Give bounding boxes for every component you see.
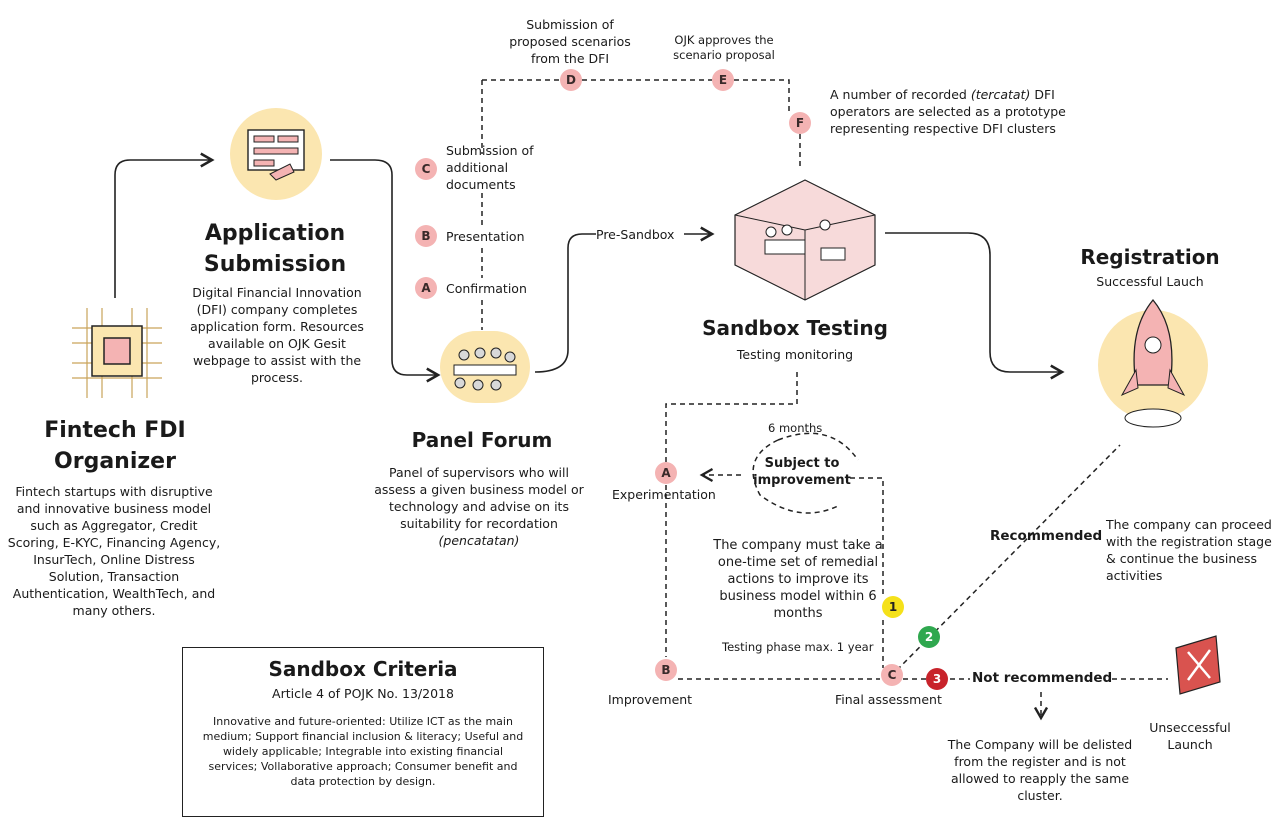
- failed-launch-icon: [1170, 632, 1226, 698]
- sandbox-testing-title: Sandbox Testing: [702, 316, 888, 340]
- step-node-e: E: [712, 69, 734, 91]
- final-assessment-label: Final assessment: [835, 692, 942, 707]
- flow-line-sandbox-registration: [885, 232, 1065, 380]
- step-label-additional-documents: Submission of additional documents: [446, 143, 534, 192]
- recommended-label: Recommended: [990, 528, 1103, 544]
- flow-line-application-panel: [330, 159, 441, 383]
- step-f-text-italic: (tercatat): [970, 87, 1031, 102]
- step-f-text-pre: A number of recorded: [830, 87, 967, 102]
- registration-subtitle: Successful Lauch: [1096, 274, 1204, 289]
- organizer-title: Fintech FDI Organizer: [44, 418, 186, 474]
- pre-sandbox-label: Pre-Sandbox: [596, 227, 675, 242]
- panel-forum-description: Panel of supervisors who will assess a g…: [370, 464, 588, 549]
- application-title: Application Submission: [203, 221, 347, 277]
- step-label-confirmation: Confirmation: [446, 281, 527, 296]
- remedial-actions-text: The company must take a one-time set of …: [713, 538, 883, 621]
- panel-forum-desc-main: Panel of supervisors who will assess a g…: [374, 465, 584, 531]
- step-label-ojk-approves: OJK approves the scenario proposal: [673, 33, 775, 62]
- loop-node-a: A: [655, 462, 677, 484]
- application-description: Digital Financial Innovation (DFI) compa…: [190, 285, 364, 385]
- sandbox-testing-subtitle: Testing monitoring: [736, 347, 854, 362]
- recommended-description: The company can proceed with the registr…: [1106, 517, 1272, 583]
- panel-forum-illustration: [440, 331, 530, 403]
- step-label-recorded-operators: A number of recorded (tercatat) DFI oper…: [830, 86, 1070, 137]
- panel-forum-desc-italic: (pencatatan): [438, 533, 520, 548]
- sandbox-criteria-box: Sandbox Criteria Article 4 of POJK No. 1…: [182, 647, 544, 817]
- step-f-text-post: DFI operators are selected as a prototyp…: [830, 87, 1066, 136]
- flow-line-organizer-application: [114, 152, 215, 298]
- flow-line-panel-sandbox: [534, 233, 596, 373]
- improvement-label: Improvement: [608, 692, 693, 707]
- organizer-description: Fintech startups with disruptive and inn…: [7, 484, 221, 618]
- outcome-1-badge: 1: [882, 596, 904, 618]
- outcome-3-badge: 3: [926, 668, 948, 690]
- not-recommended-label: Not recommended: [972, 670, 1113, 686]
- step-label-presentation: Presentation: [446, 229, 525, 244]
- panel-forum-title: Panel Forum: [411, 428, 553, 452]
- loop-node-c: C: [881, 664, 903, 686]
- criteria-title: Sandbox Criteria: [268, 657, 458, 681]
- outcome-2-badge: 2: [918, 626, 940, 648]
- delisted-description: The Company will be delisted from the re…: [947, 737, 1133, 803]
- sandbox-room-illustration: [725, 170, 885, 305]
- registration-title: Registration: [1080, 245, 1220, 269]
- experimentation-label: Experimentation: [612, 487, 716, 502]
- organizer-chip-illustration: [52, 298, 182, 408]
- step-node-f: F: [789, 112, 811, 134]
- subject-to-improvement-label: Subject to improvement: [753, 456, 851, 488]
- criteria-body: Innovative and future-oriented: Utilize …: [202, 715, 524, 788]
- unsuccessful-launch-label: Unseccessful Launch: [1149, 720, 1231, 752]
- step-node-d: D: [560, 69, 582, 91]
- application-form-illustration: [230, 108, 322, 200]
- criteria-subtitle: Article 4 of POJK No. 13/2018: [272, 686, 454, 701]
- six-months-label: 6 months: [768, 421, 823, 435]
- step-node-a: A: [415, 277, 437, 299]
- step-label-proposed-scenarios: Submission of proposed scenarios from th…: [509, 17, 631, 66]
- testing-phase-max-label: Testing phase max. 1 year: [722, 640, 874, 654]
- step-node-b: B: [415, 225, 437, 247]
- step-node-c: C: [415, 158, 437, 180]
- rocket-illustration: [1098, 298, 1208, 428]
- loop-node-b: B: [655, 659, 677, 681]
